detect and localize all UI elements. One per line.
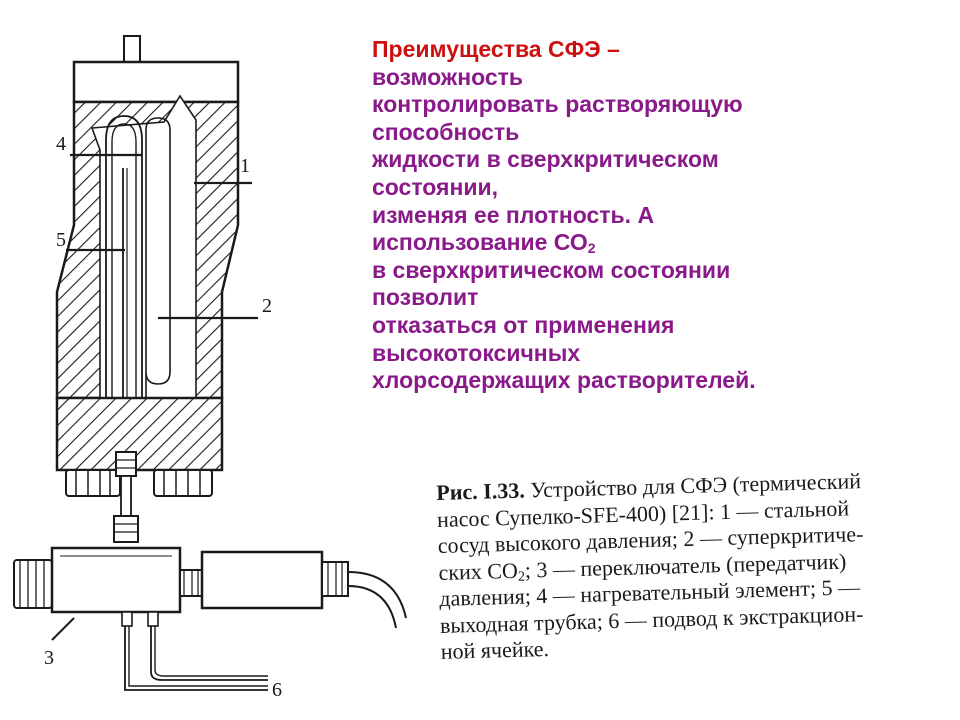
heading-line: хлорсодержащих растворителей. [372, 367, 756, 394]
vessel-top-cap [72, 35, 240, 104]
label-5: 5 [56, 229, 66, 251]
heading-line: состоянии, [372, 173, 499, 200]
heading-line: способность [372, 118, 520, 145]
caption-figure-ref: Рис. I.33. [436, 477, 526, 505]
label-4: 4 [56, 133, 66, 155]
label-2: 2 [262, 295, 272, 317]
curved-outlet-line [347, 571, 407, 619]
heading-line: контролировать растворяющую [372, 91, 743, 118]
extraction-cell-feed [121, 611, 268, 691]
heading-line: Преимущества СФЭ – [372, 36, 620, 62]
heading-text-block: Преимущества СФЭ – возможность контролир… [372, 36, 942, 395]
label-1: 1 [240, 155, 250, 177]
heading-line: отказаться от применения [372, 311, 675, 338]
vessel-inner-cavity [90, 94, 197, 401]
pressure-switch-assembly [13, 546, 407, 629]
heading-line: изменяя ее плотность. А [372, 201, 655, 228]
heading-line: в сверхкритическом состоянии [372, 256, 731, 283]
heading-line: возможность [372, 63, 524, 90]
figure-caption: Рис. I.33. Устройство для СФЭ (термическ… [436, 465, 960, 665]
heating-element-u-tube [105, 115, 143, 398]
heading-co2-text: использование СО [372, 229, 588, 256]
label-6: 6 [272, 679, 282, 701]
heading-line: позволит [372, 284, 479, 311]
pressure-vessel-body [55, 94, 240, 455]
heading-line: высокотоксичных [372, 339, 581, 366]
co2-container-tube [145, 117, 171, 398]
label-3: 3 [44, 647, 54, 669]
vessel-base [55, 396, 224, 497]
leader-lines [51, 153, 258, 641]
connector-fittings [113, 451, 139, 543]
heading-line: жидкости в сверхкритическом [372, 146, 719, 173]
heading-co2-subscript: 2 [587, 240, 596, 257]
caption-text: ских СО [438, 557, 519, 585]
heading-line: использование СО2 [372, 229, 942, 257]
